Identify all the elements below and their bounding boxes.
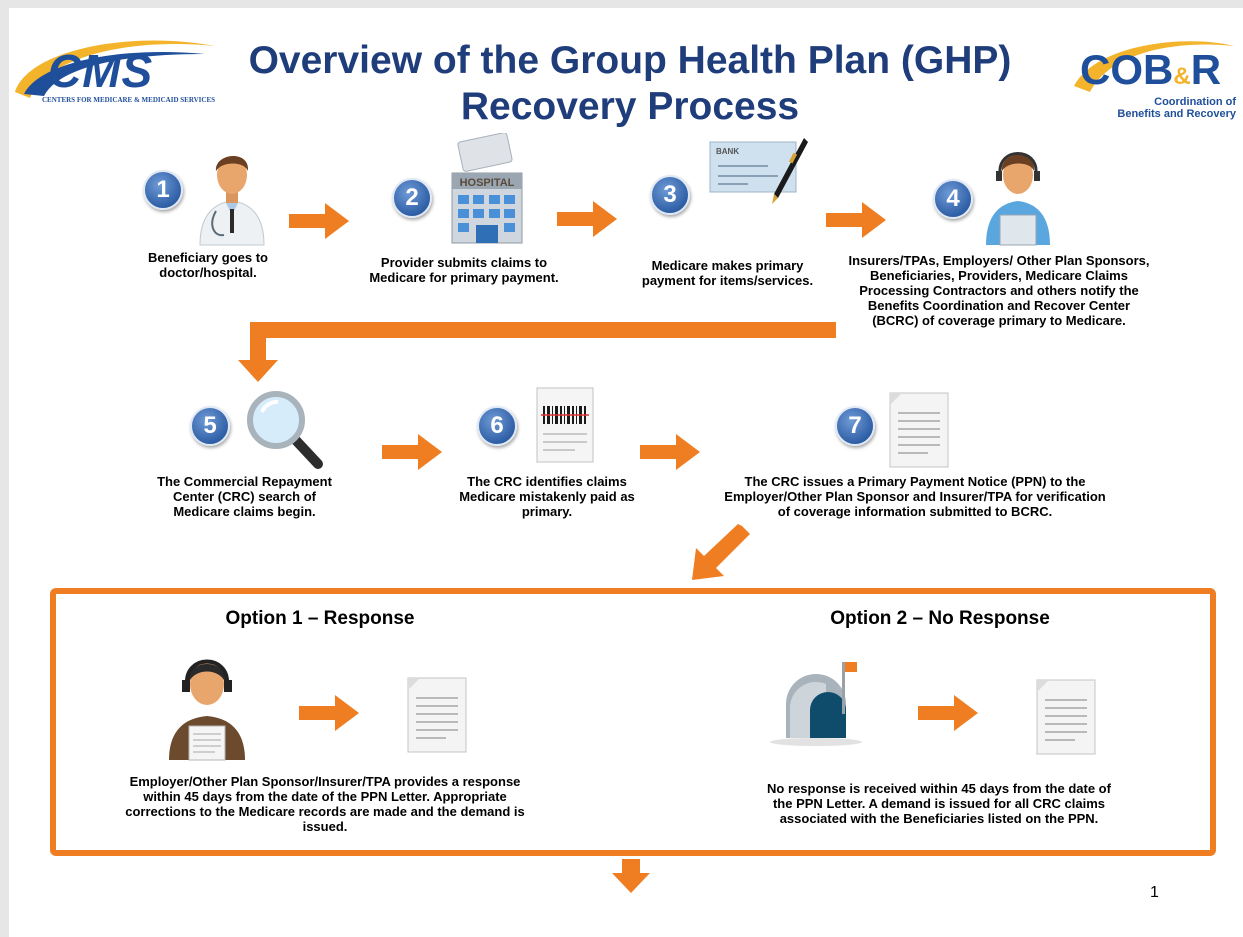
page-title: Overview of the Group Health Plan (GHP) …	[215, 38, 1045, 130]
step-1-badge: 1	[143, 170, 183, 210]
frame-top	[0, 0, 1243, 8]
check-bank-label: BANK	[716, 147, 739, 156]
step-4-caption: Insurers/TPAs, Employers/ Other Plan Spo…	[848, 253, 1150, 328]
step-6-badge: 6	[477, 406, 517, 446]
title-line-2: Recovery Process	[460, 85, 800, 128]
step-7-caption: The CRC issues a Primary Payment Notice …	[724, 474, 1106, 519]
cobr-logo: COB&R Coordination of Benefits and Recov…	[1066, 34, 1238, 126]
arrow-right-1-2	[289, 203, 349, 239]
step-3-caption: Medicare makes primary payment for items…	[641, 258, 814, 288]
step-5-caption: The Commercial Repayment Center (CRC) se…	[157, 474, 332, 519]
page-number: 1	[1150, 884, 1159, 901]
agent-with-document-icon	[169, 659, 245, 761]
cms-logo: CMS CENTERS FOR MEDICARE & MEDICAID SERV…	[10, 32, 222, 110]
document-icon	[889, 392, 949, 468]
arrow-right-5-6	[382, 434, 442, 470]
cobr-swoosh-icon	[1074, 41, 1234, 92]
step-4-badge: 4	[933, 179, 973, 219]
option-2-result-document-icon	[1036, 679, 1096, 755]
cobr-subtitle: Coordination of Benefits and Recovery	[1117, 96, 1236, 120]
arrow-right-2-3	[557, 201, 617, 237]
options-box	[50, 588, 1216, 856]
cms-wordmark: CMS	[48, 45, 154, 97]
call-center-agent-icon	[986, 152, 1050, 246]
option-1-caption: Employer/Other Plan Sponsor/Insurer/TPA …	[125, 774, 525, 834]
option-1-result-document-icon	[407, 677, 467, 753]
magnifying-glass-icon	[247, 391, 323, 469]
step-2-badge: 2	[392, 178, 432, 218]
arrow-down-bottom	[612, 859, 650, 893]
step-6-caption: The CRC identifies claims Medicare mista…	[459, 474, 635, 519]
arrow-right-3-4	[826, 202, 886, 238]
connector-4-to-5	[238, 322, 836, 382]
step-2-caption: Provider submits claims to Medicare for …	[369, 255, 559, 285]
option-2-title: Option 2 – No Response	[830, 608, 1050, 629]
cms-swoosh-icon	[15, 40, 215, 98]
doctor-icon	[199, 155, 265, 246]
option-1-title: Option 1 – Response	[225, 608, 415, 629]
arrow-right-6-7	[640, 434, 700, 470]
step-5-badge: 5	[190, 406, 230, 446]
hospital-icon: HOSPITAL	[451, 133, 523, 244]
frame-left	[0, 0, 9, 937]
arrow-down-left-7-options	[692, 524, 750, 580]
step-7-badge: 7	[835, 406, 875, 446]
step-1-caption: Beneficiary goes to doctor/hospital.	[148, 250, 268, 280]
arrow-right-option-2	[918, 695, 978, 731]
option-2-caption: No response is received within 45 days f…	[767, 781, 1111, 826]
hospital-sign-label: HOSPITAL	[460, 177, 515, 189]
step-3-badge: 3	[650, 175, 690, 215]
bank-check-icon: BANK	[709, 138, 808, 204]
cms-subtitle: CENTERS FOR MEDICARE & MEDICAID SERVICES	[42, 96, 216, 104]
cobr-wordmark: COB&R	[1080, 46, 1222, 93]
mailbox-icon	[770, 662, 862, 746]
arrow-right-option-1	[299, 695, 359, 731]
title-line-1: Overview of the Group Health Plan (GHP)	[248, 39, 1012, 82]
barcode-document-icon	[536, 387, 594, 463]
